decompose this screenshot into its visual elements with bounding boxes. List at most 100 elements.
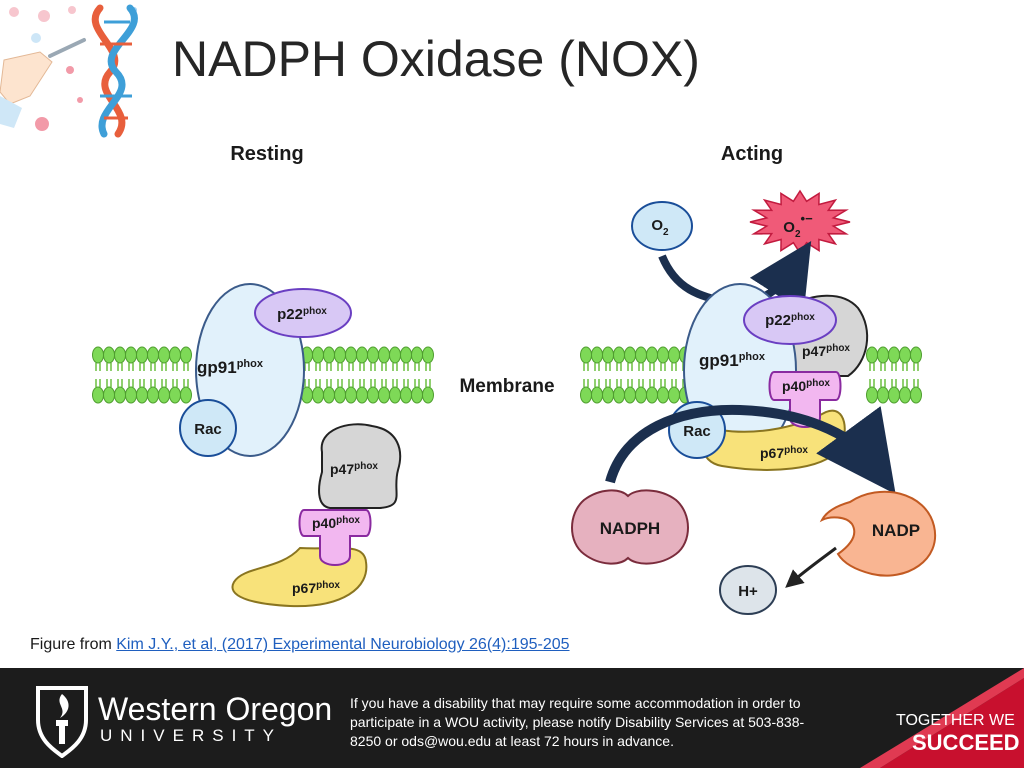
slide-title: NADPH Oxidase (NOX) bbox=[172, 31, 700, 87]
lipid-head-icon bbox=[580, 386, 592, 404]
resting-complex: gp91phox p22phox Rac p47phox p67phox p40… bbox=[179, 283, 402, 608]
figure-caption: Figure from Kim J.Y., et al, (2017) Expe… bbox=[30, 636, 570, 654]
lipid-head-icon bbox=[389, 386, 401, 404]
lipid-head-icon bbox=[334, 346, 346, 364]
lipid-head-icon bbox=[613, 386, 625, 404]
lipid-head-icon bbox=[114, 386, 126, 404]
nox-diagram: Resting Acting Membrane gp91phox p22phox… bbox=[92, 143, 937, 615]
lipid-head-icon bbox=[345, 386, 357, 404]
acting-nadp-shape bbox=[819, 490, 937, 577]
citation-link[interactable]: Kim J.Y., et al, (2017) Experimental Neu… bbox=[116, 636, 570, 653]
slogan-line-1: TOGETHER WE bbox=[896, 712, 1015, 729]
lipid-head-icon bbox=[668, 346, 680, 364]
lipid-head-icon bbox=[422, 346, 434, 364]
resting-gp91-label: gp91phox bbox=[197, 358, 264, 377]
lipid-head-icon bbox=[312, 386, 324, 404]
lipid-head-icon bbox=[378, 346, 390, 364]
lipid-head-icon bbox=[624, 346, 636, 364]
slogan-red-band bbox=[860, 668, 1024, 768]
acting-gp91-label: gp91phox bbox=[699, 351, 766, 370]
lipid-head-icon bbox=[899, 386, 911, 404]
lipid-head-icon bbox=[180, 386, 192, 404]
acting-rac-label: Rac bbox=[683, 423, 711, 440]
lipid-head-icon bbox=[400, 386, 412, 404]
lipid-head-icon bbox=[613, 346, 625, 364]
lipid-head-icon bbox=[169, 386, 181, 404]
lipid-head-icon bbox=[580, 346, 592, 364]
lipid-head-icon bbox=[147, 346, 159, 364]
acting-hplus-shape bbox=[719, 565, 777, 615]
lipid-head-icon bbox=[312, 346, 324, 364]
lipid-head-icon bbox=[158, 386, 170, 404]
lipid-head-icon bbox=[422, 386, 434, 404]
resting-p47-shape bbox=[318, 423, 402, 509]
acting-nadph-label: NADPH bbox=[600, 519, 660, 538]
wou-torch-logo-icon bbox=[36, 686, 88, 758]
acting-nadph-shape bbox=[571, 489, 689, 565]
lipid-head-icon bbox=[356, 346, 368, 364]
lipid-head-icon bbox=[103, 386, 115, 404]
resting-p22-shape bbox=[254, 288, 352, 338]
slogan-line-2: SUCCEED bbox=[912, 730, 1020, 755]
resting-p47-label: p47phox bbox=[330, 461, 378, 477]
lipid-head-icon bbox=[147, 386, 159, 404]
acting-superoxide-shape bbox=[749, 189, 851, 255]
lipid-head-icon bbox=[169, 346, 181, 364]
lipid-head-icon bbox=[411, 346, 423, 364]
lipid-head-icon bbox=[400, 346, 412, 364]
resting-rac-shape bbox=[179, 399, 237, 457]
lipid-head-icon bbox=[158, 346, 170, 364]
resting-p40-shape bbox=[298, 509, 372, 566]
lipid-head-icon bbox=[591, 346, 603, 364]
acting-superoxide-label: O2•− bbox=[783, 211, 813, 240]
lipid-head-icon bbox=[910, 386, 922, 404]
lipid-head-icon bbox=[888, 346, 900, 364]
acting-p40-shape bbox=[768, 371, 842, 428]
lipid-head-icon bbox=[877, 346, 889, 364]
university-subtitle: UNIVERSITY bbox=[100, 726, 283, 745]
lipid-head-icon bbox=[136, 346, 148, 364]
acting-o2-shape bbox=[631, 201, 693, 251]
lipid-head-icon bbox=[125, 386, 137, 404]
lipid-head-icon bbox=[389, 346, 401, 364]
lipid-head-icon bbox=[125, 346, 137, 364]
lipid-head-icon bbox=[635, 346, 647, 364]
acting-nadp-label: NADP bbox=[872, 521, 920, 540]
lipid-head-icon bbox=[136, 386, 148, 404]
lipid-head-icon bbox=[657, 386, 669, 404]
acting-nadp-to-hplus-arrow bbox=[785, 546, 837, 588]
acting-p47-label: p47phox bbox=[802, 343, 850, 359]
lipid-head-icon bbox=[602, 346, 614, 364]
lipid-head-icon bbox=[378, 386, 390, 404]
lipid-head-icon bbox=[602, 386, 614, 404]
acting-complex: O2 O2•− p47phox gp91phox p22phox p67phox… bbox=[571, 189, 937, 615]
acting-o2-label: O2 bbox=[651, 217, 669, 238]
footer-bar: Western Oregon UNIVERSITY If you have a … bbox=[0, 668, 1024, 768]
lipid-head-icon bbox=[323, 386, 335, 404]
acting-p67-label: p67phox bbox=[760, 445, 808, 461]
lipid-head-icon bbox=[899, 346, 911, 364]
acting-p22-label: p22phox bbox=[765, 312, 815, 329]
acting-hplus-label: H+ bbox=[738, 583, 758, 600]
lipid-head-icon bbox=[334, 386, 346, 404]
lipid-head-icon bbox=[180, 346, 192, 364]
lipid-head-icon bbox=[411, 386, 423, 404]
lipid-head-icon bbox=[367, 346, 379, 364]
lipid-head-icon bbox=[657, 346, 669, 364]
lipid-head-icon bbox=[356, 386, 368, 404]
lipid-head-icon bbox=[888, 386, 900, 404]
lipid-head-icon bbox=[367, 386, 379, 404]
lipid-head-icon bbox=[910, 346, 922, 364]
resting-heading: Resting bbox=[230, 143, 303, 165]
lipid-head-icon bbox=[646, 346, 658, 364]
accessibility-note: If you have a disability that may requir… bbox=[350, 695, 805, 749]
caption-prefix: Figure from bbox=[30, 636, 117, 653]
resting-p40-label: p40phox bbox=[312, 515, 360, 531]
lipid-head-icon bbox=[646, 386, 658, 404]
lipid-head-icon bbox=[92, 386, 104, 404]
university-name: Western Oregon bbox=[98, 691, 333, 727]
lipid-head-icon bbox=[624, 386, 636, 404]
lipid-head-icon bbox=[877, 386, 889, 404]
lipid-head-icon bbox=[103, 346, 115, 364]
lipid-head-icon bbox=[114, 346, 126, 364]
